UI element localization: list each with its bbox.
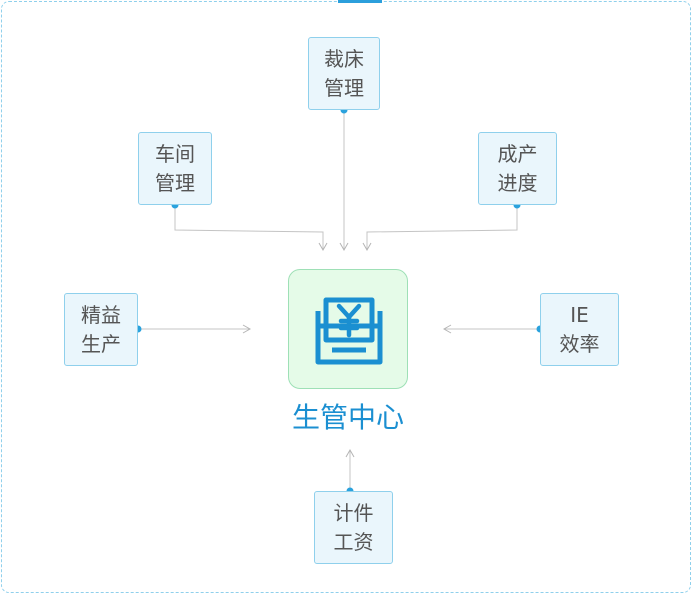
module-caichuang-line1: 裁床 xyxy=(324,46,364,71)
module-jijian-line2: 工资 xyxy=(333,529,374,554)
module-chengchan-line2: 进度 xyxy=(497,170,538,195)
module-chengchan[interactable]: 成产 进度 xyxy=(478,132,557,205)
module-ie[interactable]: IE 效率 xyxy=(540,293,619,366)
module-jingyi[interactable]: 精益 生产 xyxy=(64,293,138,366)
center-hub[interactable] xyxy=(288,269,408,389)
center-label: 生管中心 xyxy=(291,401,404,434)
module-jijian[interactable]: 计件 工资 xyxy=(314,491,393,564)
module-caichuang-line2: 管理 xyxy=(324,75,364,100)
module-jingyi-line2: 生产 xyxy=(81,331,121,356)
line-chejian xyxy=(174,205,328,252)
module-chejian-line1: 车间 xyxy=(155,141,195,166)
module-caichuang[interactable]: 裁床 管理 xyxy=(308,37,380,110)
module-jijian-line1: 计件 xyxy=(333,500,374,525)
module-ie-line2: 效率 xyxy=(559,331,600,356)
module-chejian-line2: 管理 xyxy=(155,170,195,195)
module-ie-line1: IE xyxy=(570,302,589,327)
yen-register-icon xyxy=(315,297,383,365)
line-chengchan xyxy=(362,205,518,252)
module-chengchan-line1: 成产 xyxy=(497,141,538,166)
top-tab-indicator xyxy=(338,0,382,3)
module-jingyi-line1: 精益 xyxy=(81,302,121,327)
module-chejian[interactable]: 车间 管理 xyxy=(138,132,212,205)
